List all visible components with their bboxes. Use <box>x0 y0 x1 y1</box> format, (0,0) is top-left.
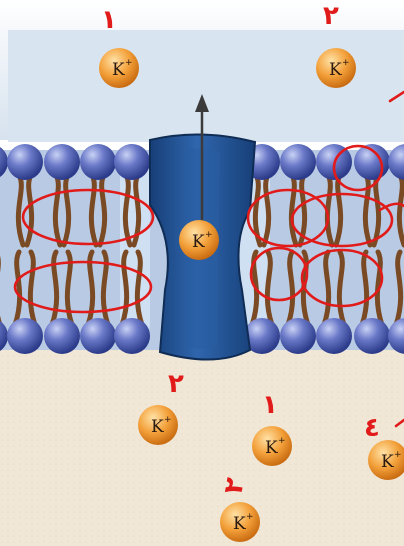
ion-symbol: K <box>381 452 394 472</box>
mark-1-lower-mid: ١ <box>262 390 278 420</box>
lipid-head-bottom <box>354 318 390 354</box>
lipid-head-bottom <box>44 318 80 354</box>
lipid-head-top <box>7 144 43 180</box>
lipid-head-bottom <box>280 318 316 354</box>
lipid-head-bottom <box>7 318 43 354</box>
mark-4-right: ٤ <box>364 413 380 443</box>
lipid-head-bottom <box>316 318 352 354</box>
k-ion-intracellular-1: K+ <box>138 405 178 445</box>
lipid-head-top <box>114 144 150 180</box>
k-ion-intracellular-2: K+ <box>252 426 292 466</box>
mark-1-top-left: ١ <box>101 5 117 35</box>
ion-symbol: K <box>112 60 125 80</box>
k-ion-in-channel: K+ <box>179 220 219 260</box>
ion-symbol: K <box>192 232 205 252</box>
k-ion-extracellular-right: K+ <box>316 48 356 88</box>
lipid-head-bottom <box>114 318 150 354</box>
mark-2-top-right: ٢ <box>323 1 339 31</box>
ion-charge: + <box>164 415 172 425</box>
ion-charge: + <box>394 450 402 460</box>
ion-charge: + <box>125 58 133 68</box>
lipid-head-top <box>280 144 316 180</box>
k-ion-intracellular-4: K+ <box>220 502 260 542</box>
ion-symbol: K <box>233 514 246 534</box>
intracellular-texture <box>0 340 404 546</box>
lipid-head-top <box>44 144 80 180</box>
ion-symbol: K <box>329 60 342 80</box>
mark-2-lower-left: ٢ <box>168 369 184 399</box>
lipid-head-top <box>80 144 116 180</box>
ion-charge: + <box>246 512 254 522</box>
ion-charge: + <box>342 58 350 68</box>
ion-symbol: K <box>265 438 278 458</box>
ion-symbol: K <box>151 417 164 437</box>
lipid-head-bottom <box>80 318 116 354</box>
ion-charge: + <box>278 436 286 446</box>
k-ion-extracellular-left: K+ <box>99 48 139 88</box>
ion-charge: + <box>205 230 213 240</box>
